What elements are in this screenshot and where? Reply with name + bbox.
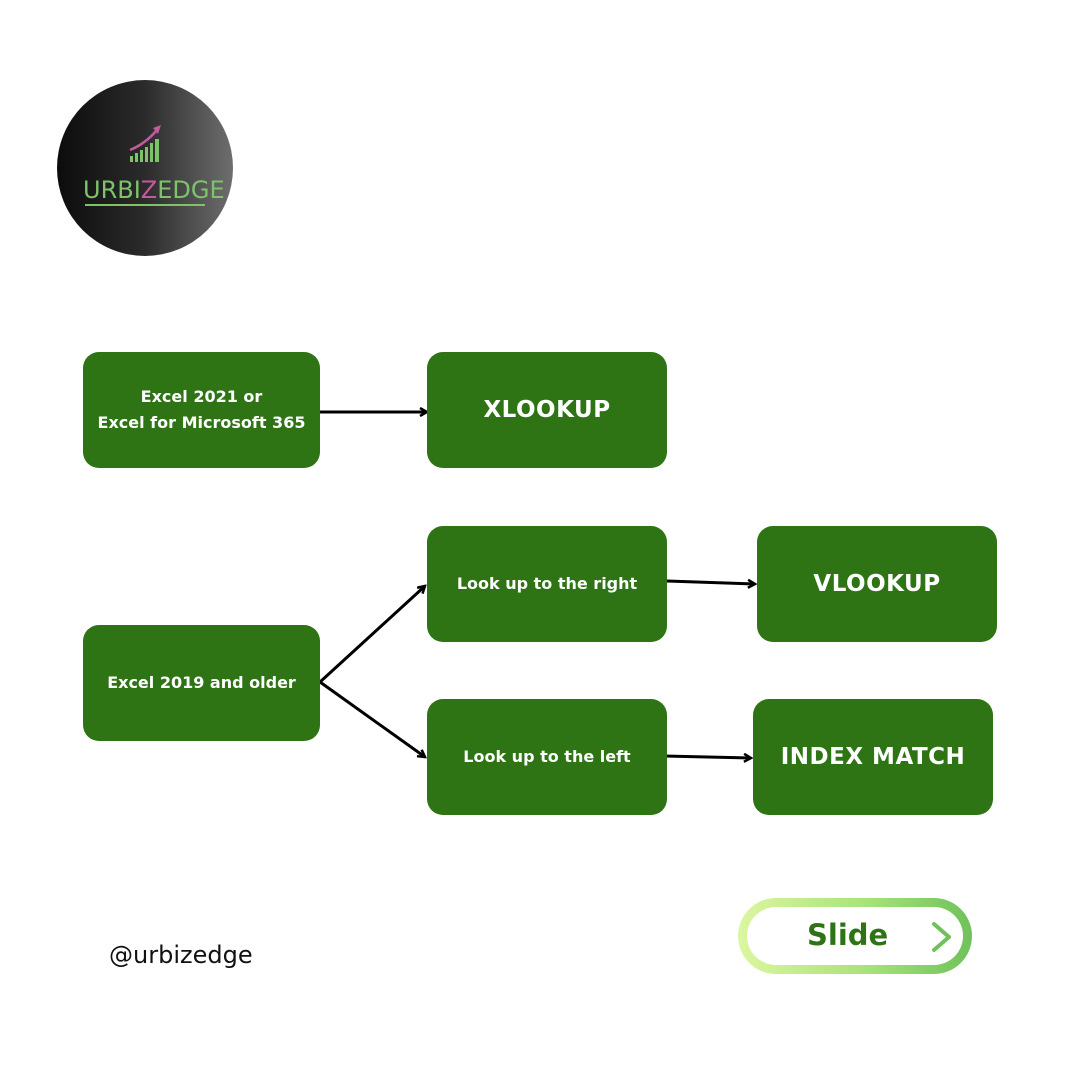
node-excel-2019: Excel 2019 and older bbox=[83, 625, 320, 741]
node-lookup-left: Look up to the left bbox=[427, 699, 667, 815]
node-vlookup: VLOOKUP bbox=[757, 526, 997, 642]
slide-button-inner: Slide bbox=[747, 907, 963, 965]
chevron-right-icon bbox=[932, 922, 951, 952]
slide-button-label: Slide bbox=[807, 918, 889, 952]
node-index-match: INDEX MATCH bbox=[753, 699, 993, 815]
brand-logo: URBIZEDGE bbox=[57, 80, 233, 256]
node-xlookup: XLOOKUP bbox=[427, 352, 667, 468]
arrow-excel2019-to-lookup-right bbox=[318, 586, 425, 684]
arrow-excel2019-to-lookup-left bbox=[319, 680, 425, 757]
growth-bars-arrow-icon bbox=[129, 125, 161, 162]
arrow-lookup-left-to-index-match bbox=[663, 756, 751, 758]
social-handle: @urbizedge bbox=[109, 941, 253, 969]
node-lookup-right: Look up to the right bbox=[427, 526, 667, 642]
slide-button[interactable]: Slide bbox=[738, 898, 972, 974]
brand-underline bbox=[85, 204, 205, 206]
arrow-lookup-right-to-vlookup bbox=[666, 581, 755, 584]
brand-wordmark: URBIZEDGE bbox=[83, 176, 225, 204]
node-excel-2021: Excel 2021 or Excel for Microsoft 365 bbox=[83, 352, 320, 468]
